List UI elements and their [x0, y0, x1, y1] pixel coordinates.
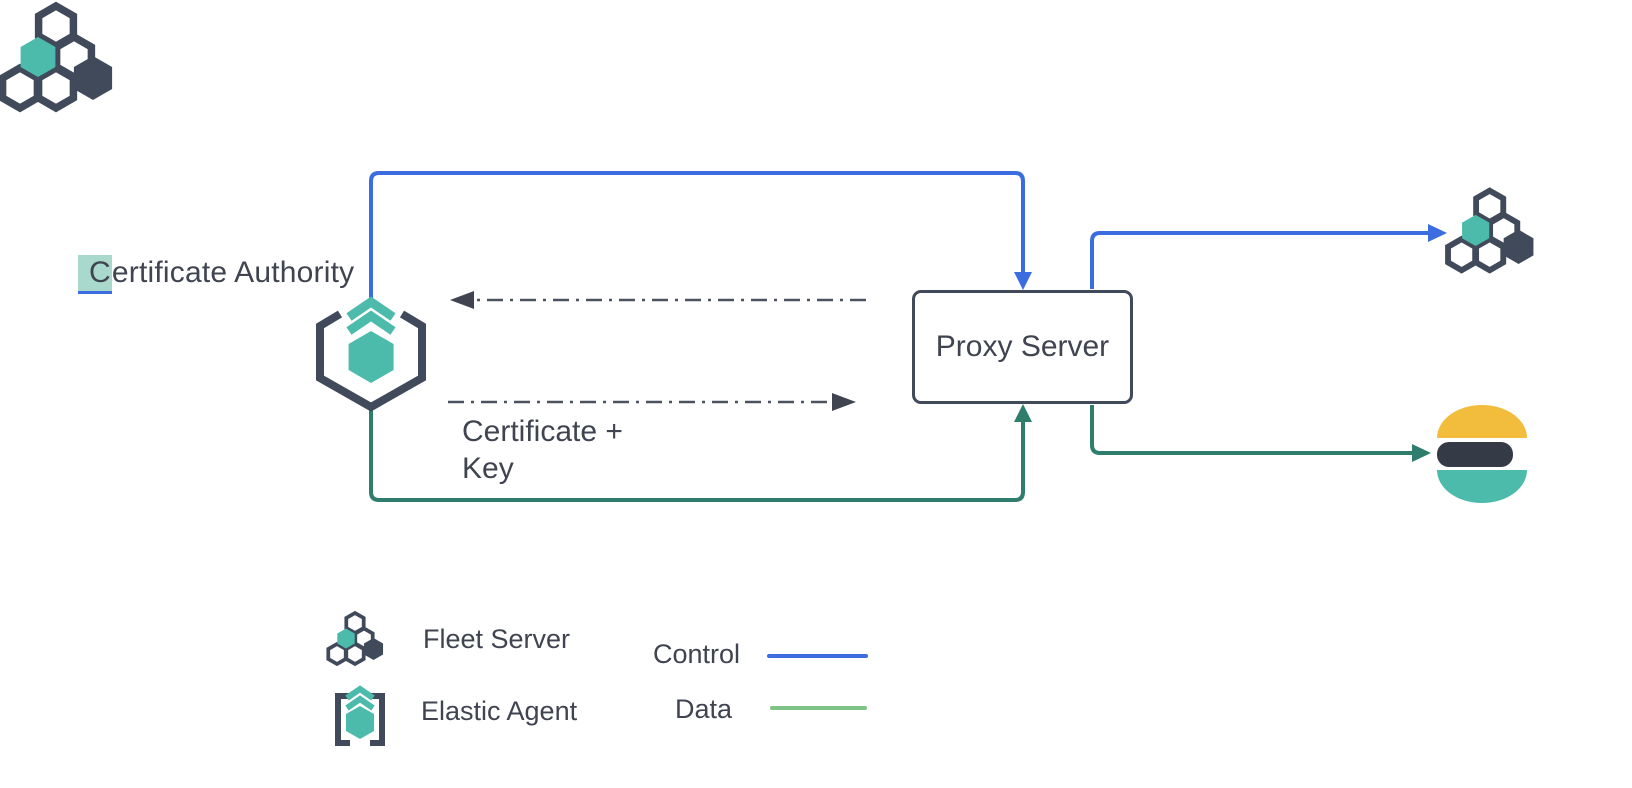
- legend-elastic-agent-label[interactable]: Elastic Agent: [421, 696, 578, 726]
- certificate-key-label[interactable]: Certificate + Key: [462, 413, 623, 487]
- legend-data-line-swatch: [770, 706, 867, 710]
- certificate-request-connector: [450, 291, 866, 309]
- certificate-authority-text: ertificate Authority: [111, 256, 355, 289]
- arrowhead-left-icon: [450, 291, 474, 309]
- control-connector-agent-to-proxy: [369, 171, 1032, 301]
- arrowhead-right-icon: [1412, 444, 1431, 462]
- arrowhead-up-icon: [1014, 404, 1032, 422]
- elastic-agent-icon[interactable]: [335, 685, 385, 746]
- data-connector-agent-to-proxy: [369, 404, 1032, 502]
- elastic-agent-icon[interactable]: [316, 296, 426, 412]
- data-connector-proxy-to-elasticsearch: [1090, 405, 1431, 462]
- legend-control-label[interactable]: Control: [653, 639, 741, 669]
- fleet-server-icon[interactable]: [1448, 191, 1533, 271]
- arrowhead-right-icon: [832, 393, 856, 411]
- certificate-key-line1: Certificate +: [462, 415, 623, 448]
- text-selection-highlight[interactable]: C: [78, 255, 112, 294]
- legend-data-label[interactable]: Data: [675, 694, 733, 724]
- proxy-server-node[interactable]: Proxy Server: [912, 290, 1133, 404]
- certificate-authority-label[interactable]: Certificate Authority: [78, 255, 355, 294]
- legend-fleet-server-label[interactable]: Fleet Server: [423, 624, 571, 654]
- proxy-server-label: Proxy Server: [935, 330, 1110, 363]
- fleet-server-icon[interactable]: [326, 611, 385, 666]
- control-connector-proxy-to-fleet: [1090, 224, 1447, 289]
- legend-control-line-swatch: [767, 654, 868, 658]
- arrowhead-right-icon: [1428, 224, 1447, 242]
- certificate-key-connector: [448, 393, 856, 411]
- elasticsearch-icon[interactable]: [1437, 405, 1527, 503]
- certificate-key-line2: Key: [462, 452, 514, 485]
- arrowhead-down-icon: [1014, 272, 1032, 290]
